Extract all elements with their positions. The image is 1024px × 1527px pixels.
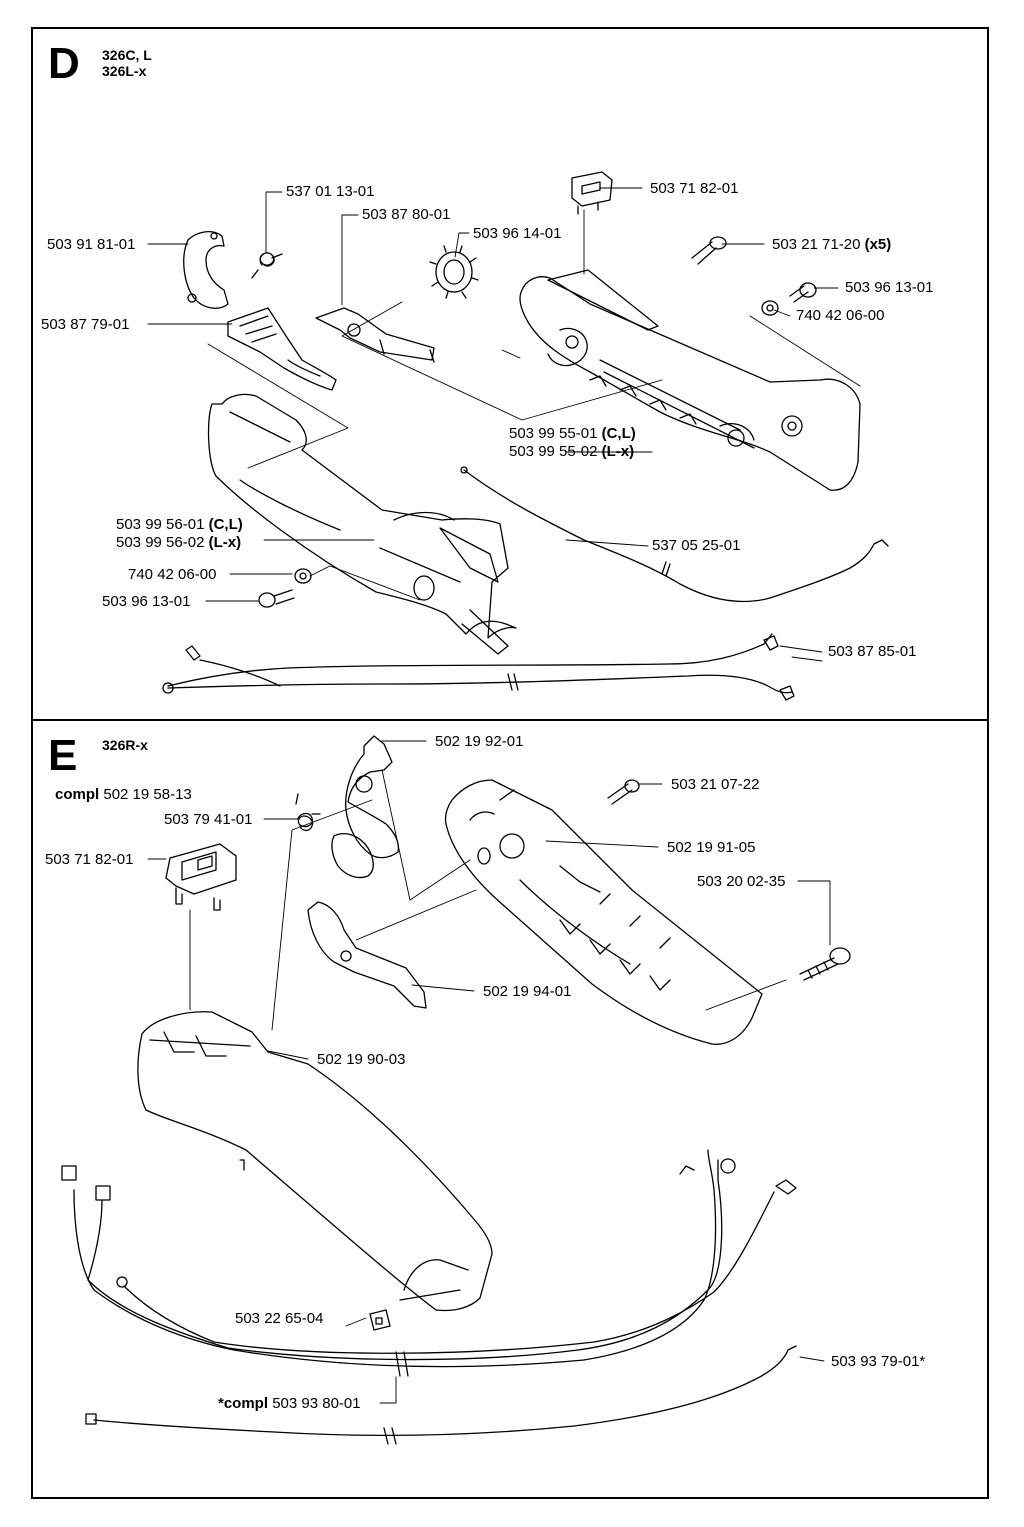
part-label: 503 71 82-01	[650, 180, 739, 197]
handle-bracket-drawing-d	[519, 269, 861, 491]
part-label: 503 87 79-01	[41, 316, 130, 333]
part-label: 503 99 55-02 (L-x)	[509, 443, 635, 460]
rear-handle-drawing-d	[207, 393, 517, 655]
part-label: 503 71 82-01	[45, 851, 134, 868]
diagram-frame	[31, 27, 989, 1499]
part-label: 503 21 71-20 (x5)	[772, 236, 892, 253]
throttle-lever-drawing-e	[307, 901, 427, 1009]
throttle-lever-drawing-d	[315, 307, 435, 363]
part-label: 503 93 79-01*	[831, 1353, 926, 1370]
bracket-drawing-d	[183, 230, 229, 309]
washer-drawing-d2	[294, 568, 312, 584]
wiring-drawing-d	[162, 633, 795, 701]
part-label: 503 99 55-01 (C,L)	[509, 425, 636, 442]
part-label: 503 21 07-22	[671, 776, 760, 793]
section-d-model-1: 326C, L	[102, 47, 152, 63]
screw-drawing-d3	[258, 589, 295, 608]
switch-drawing-e	[165, 843, 237, 911]
handle-drawing-e	[137, 1011, 493, 1312]
screw-drawing-e2	[799, 947, 851, 981]
part-label: 740 42 06-00	[796, 307, 885, 324]
compl-cable-label: *compl 503 93 80-01	[218, 1395, 361, 1412]
section-divider	[31, 719, 989, 721]
throttle-cable-drawing-d	[460, 466, 889, 603]
switch-drawing-d	[571, 171, 613, 215]
section-e-model-1: 326R-x	[102, 737, 148, 753]
spring-drawing-d	[251, 252, 283, 279]
part-label: 503 22 65-04	[235, 1310, 324, 1327]
leader-lines-d	[147, 187, 861, 653]
part-label: 502 19 92-01	[435, 733, 524, 750]
section-d-model-2: 326L-x	[102, 63, 147, 79]
part-label: 502 19 91-05	[667, 839, 756, 856]
part-label: 503 96 13-01	[102, 593, 191, 610]
spring-drawing-e	[295, 793, 321, 832]
latch-drawing-d	[227, 307, 337, 391]
part-label: 503 99 56-02 (L-x)	[116, 534, 242, 551]
part-label: 537 01 13-01	[286, 183, 375, 200]
part-label: 503 96 13-01	[845, 279, 934, 296]
part-label: 503 87 85-01	[828, 643, 917, 660]
washer-drawing-d1	[761, 300, 779, 316]
part-label: 503 20 02-35	[697, 873, 786, 890]
part-label: 740 42 06-00	[128, 566, 217, 583]
part-label: 503 79 41-01	[164, 811, 253, 828]
clip-drawing-e	[369, 1309, 391, 1331]
part-label: 537 05 25-01	[652, 537, 741, 554]
ring-nut-drawing-d	[429, 245, 479, 299]
part-label: 502 19 94-01	[483, 983, 572, 1000]
part-label: 503 87 80-01	[362, 206, 451, 223]
cable-drawing-e	[85, 1345, 797, 1445]
part-label: 503 96 14-01	[473, 225, 562, 242]
compl-label: compl 502 19 58-13	[55, 786, 192, 803]
housing-drawing-e	[444, 779, 763, 1045]
trigger-drawing-e	[331, 735, 400, 879]
part-label: 503 91 81-01	[47, 236, 136, 253]
section-d-letter: D	[48, 39, 80, 88]
part-label: 503 99 56-01 (C,L)	[116, 516, 243, 533]
screw-drawing-d2	[789, 282, 817, 303]
leader-lines-e	[147, 656, 831, 1404]
part-label: 502 19 90-03	[317, 1051, 406, 1068]
screw-drawing-e1	[607, 779, 640, 805]
wiring-drawing-e	[61, 1149, 797, 1377]
screw-drawing-d1	[691, 236, 727, 265]
section-e-letter: E	[48, 731, 78, 780]
